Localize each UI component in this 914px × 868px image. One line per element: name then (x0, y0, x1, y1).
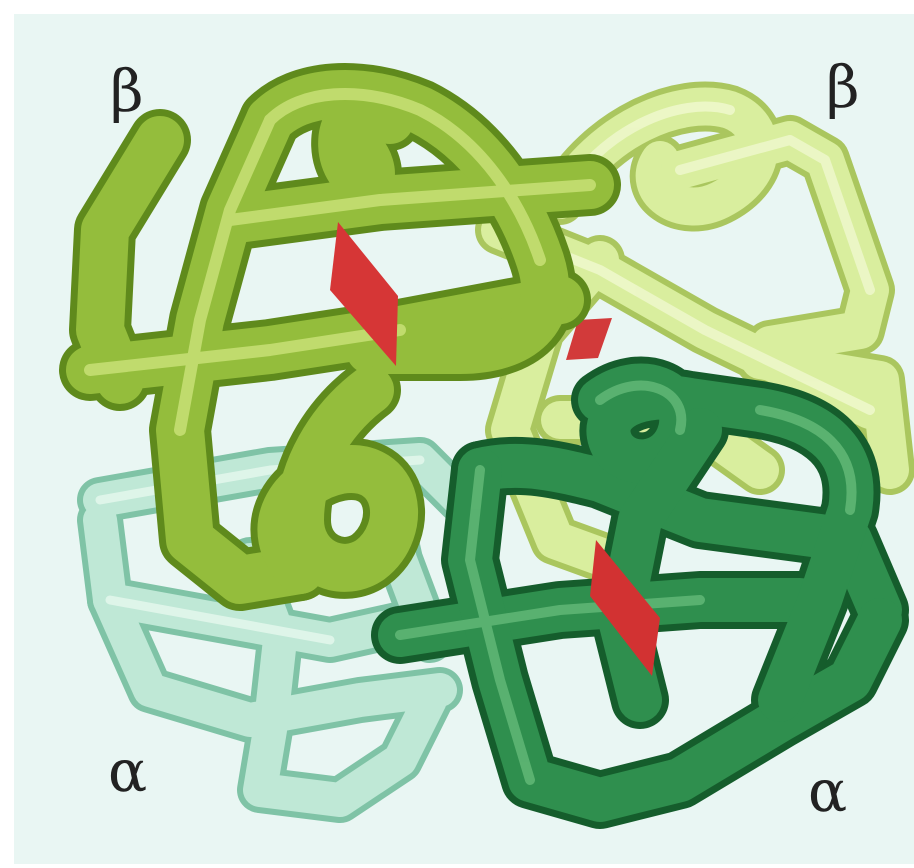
label-alpha-right: α (808, 762, 847, 820)
label-beta-right: β (826, 58, 860, 116)
label-alpha-left: α (108, 742, 147, 800)
label-beta-left: β (110, 62, 144, 120)
